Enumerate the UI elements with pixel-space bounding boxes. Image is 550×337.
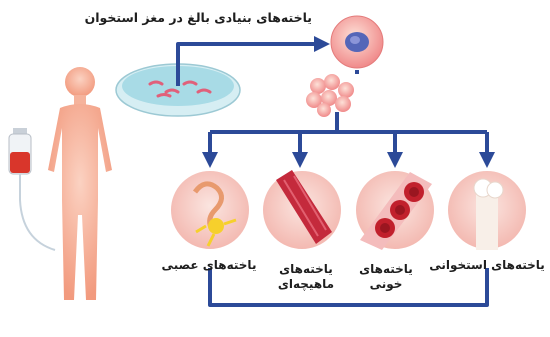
iv-bag-icon	[9, 128, 55, 250]
human-body-figure	[48, 67, 112, 300]
label-blood-cells: یاخته‌های خونی	[352, 262, 420, 292]
label-nerve-cells: یاخته‌های عصبی	[150, 258, 268, 273]
muscle-cell-circle	[262, 170, 342, 250]
label-muscle-cells: یاخته‌های ماهیچه‌ای	[268, 262, 344, 292]
stem-cell-icon	[331, 16, 383, 68]
bone-cell-circle	[447, 170, 527, 250]
nerve-cell-circle	[170, 170, 250, 250]
diagram-title: یاخته‌های بنیادی بالغ در مغز استخوان	[72, 10, 312, 25]
blood-cell-circle	[355, 170, 435, 250]
label-bone-cells: یاخته‌های استخوانی	[424, 258, 550, 273]
cell-cluster-icon	[306, 74, 354, 117]
